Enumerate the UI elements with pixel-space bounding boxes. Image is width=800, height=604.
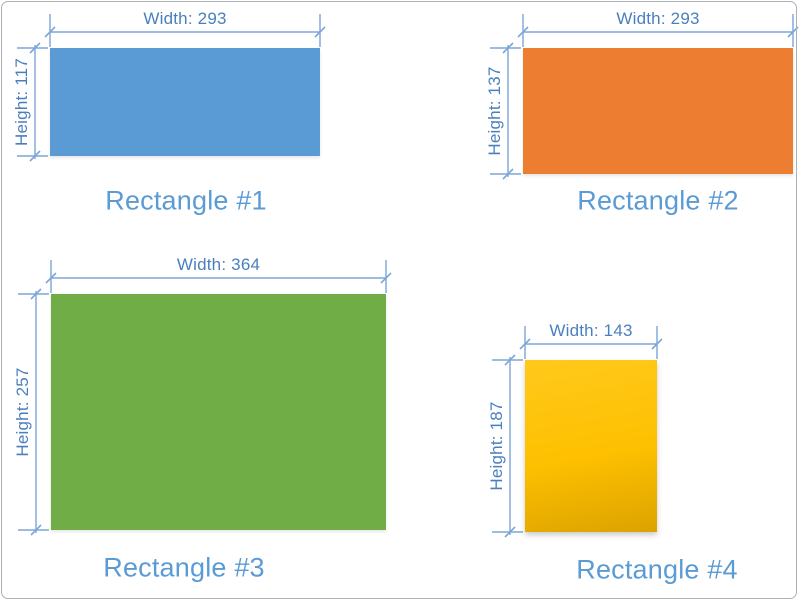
- rectangle-shape-3[interactable]: [51, 294, 386, 530]
- width-dimension-label: Width: 364: [176, 255, 261, 274]
- tick-mark: [517, 26, 529, 38]
- width-dimension-label: Width: 293: [143, 9, 227, 28]
- width-dimension-label: Width: 143: [549, 321, 633, 340]
- tick-mark: [502, 168, 514, 180]
- rectangle-title-2: Rectangle #2: [577, 185, 739, 216]
- tick-mark: [787, 26, 799, 38]
- tick-mark: [504, 526, 516, 538]
- height-dimension-label: Height: 257: [13, 367, 32, 457]
- height-dimension-label: Height: 187: [487, 401, 506, 491]
- tick-mark: [314, 26, 326, 38]
- tick-mark: [380, 272, 392, 284]
- rectangle-title-1: Rectangle #1: [105, 185, 267, 216]
- tick-mark: [29, 150, 41, 162]
- tick-mark: [30, 524, 42, 536]
- rectangle-shape-2[interactable]: [523, 48, 793, 174]
- width-dimension-label: Width: 293: [616, 9, 700, 28]
- rectangle-shape-4[interactable]: [525, 360, 657, 532]
- height-dimension-label: Height: 117: [12, 58, 31, 146]
- tick-mark: [30, 288, 42, 300]
- tick-mark: [519, 338, 531, 350]
- tick-mark: [502, 42, 514, 54]
- tick-mark: [29, 42, 41, 54]
- rectangle-title-4: Rectangle #4: [576, 554, 738, 585]
- rectangle-title-3: Rectangle #3: [103, 552, 265, 583]
- tick-mark: [651, 338, 663, 350]
- height-dimension-label: Height: 137: [485, 66, 504, 156]
- rectangle-shape-1[interactable]: [50, 48, 320, 156]
- tick-mark: [45, 272, 57, 284]
- tick-mark: [504, 354, 516, 366]
- tick-mark: [44, 26, 56, 38]
